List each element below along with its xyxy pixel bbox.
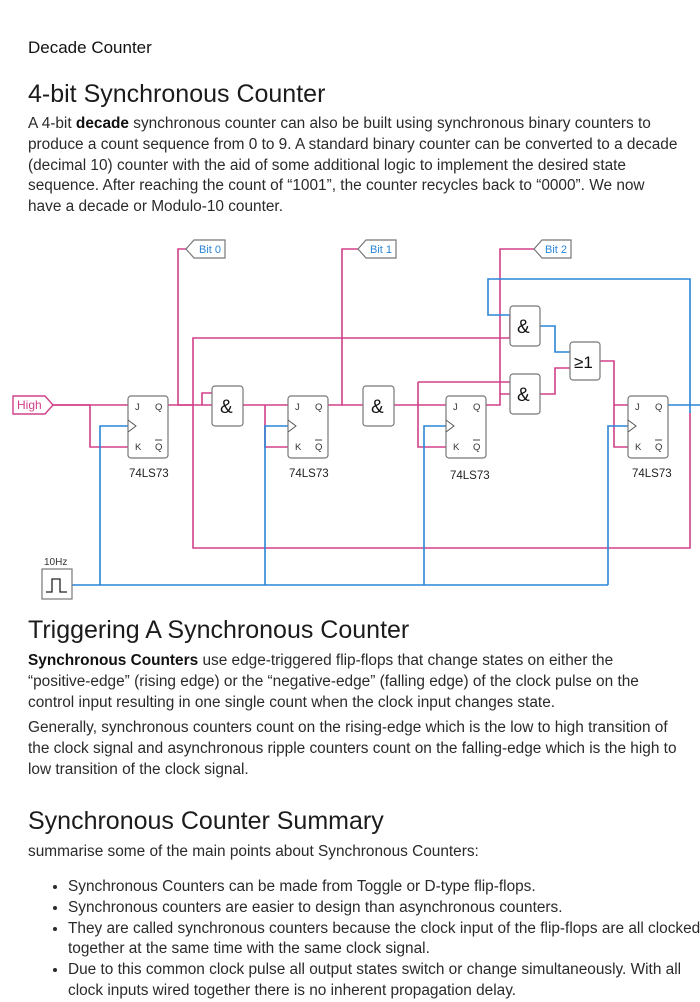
svg-text:74LS73: 74LS73 <box>450 470 490 482</box>
svg-text:Q: Q <box>655 442 662 453</box>
wire-q2-and3 <box>486 393 510 406</box>
svg-text:J: J <box>635 402 640 413</box>
svg-text:Bit 2: Bit 2 <box>545 244 567 256</box>
and-gate-2: & <box>362 385 395 427</box>
svg-text:74LS73: 74LS73 <box>632 468 672 480</box>
wire-q1-bit1 <box>328 248 358 406</box>
svg-text:Q: Q <box>315 442 322 453</box>
bit-label-2: Bit 2 <box>533 239 572 259</box>
bit-label-1: Bit 1 <box>357 239 397 259</box>
svg-text:10Hz: 10Hz <box>44 557 67 568</box>
decade-counter-diagram: Bit 0 Bit 1 Bit 2 High 10Hz J Q K Q 74LS… <box>12 239 700 600</box>
svg-text:Bit 0: Bit 0 <box>199 244 221 256</box>
para-text: A 4-bit <box>28 115 76 132</box>
section-title-summary: Synchronous Counter Summary <box>28 807 384 835</box>
svg-text:Bit 1: Bit 1 <box>370 244 392 256</box>
para-text: use edge-triggered flip-flops that chang… <box>28 652 639 711</box>
flip-flop-3: J Q K Q 74LS73 <box>627 395 672 480</box>
summary-list: Synchronous Counters can be made from To… <box>28 877 700 1002</box>
wire-q0-bit0 <box>168 248 186 406</box>
section-paragraph-triggering: Synchronous Counters use edge-triggered … <box>28 651 678 713</box>
section-paragraph-4bit: A 4-bit decade synchronous counter can a… <box>28 114 678 218</box>
svg-text:High: High <box>17 398 42 412</box>
svg-text:Q: Q <box>155 442 162 453</box>
page-kicker: Decade Counter <box>28 38 152 57</box>
svg-text:&: & <box>517 385 530 406</box>
flip-flop-2: J Q K Q 74LS73 <box>445 395 490 482</box>
section-title-triggering: Triggering A Synchronous Counter <box>28 616 410 644</box>
svg-text:Q: Q <box>473 442 480 453</box>
svg-text:J: J <box>453 402 458 413</box>
wire-clk-ff1 <box>264 425 288 585</box>
high-source: High <box>12 395 54 415</box>
clock-source: 10Hz <box>41 557 73 600</box>
para-bold: Synchronous Counters <box>28 652 199 669</box>
wire-q3-and-top <box>487 278 691 413</box>
wire-clk-ff2 <box>423 425 446 585</box>
svg-text:K: K <box>135 442 142 453</box>
magenta-wires <box>52 248 691 549</box>
svg-text:&: & <box>371 397 384 418</box>
svg-text:K: K <box>295 442 302 453</box>
wire-or-k3 <box>613 405 628 448</box>
flip-flop-0: J Q K Q 74LS73 <box>127 395 169 480</box>
wire-q2-bit2 <box>499 248 534 394</box>
svg-text:K: K <box>635 442 642 453</box>
wire-and3-or <box>540 367 570 395</box>
svg-text:Q: Q <box>155 402 162 413</box>
or-gate: ≥1 <box>569 341 601 381</box>
svg-text:Q: Q <box>655 402 662 413</box>
svg-text:K: K <box>453 442 460 453</box>
list-item: Synchronous counters are easier to desig… <box>68 898 700 919</box>
wire-clk-ff0 <box>99 425 128 585</box>
para-text: synchronous counter can also be built us… <box>28 115 678 216</box>
para-bold: decade <box>75 115 129 132</box>
svg-text:J: J <box>135 402 140 413</box>
list-item: Synchronous Counters can be made from To… <box>68 877 700 898</box>
wire-clk-ff3 <box>607 425 628 585</box>
wire-andtop-or <box>540 325 570 353</box>
svg-text:&: & <box>220 397 233 418</box>
section-title-4bit: 4-bit Synchronous Counter <box>28 80 326 108</box>
blue-wires <box>72 278 700 586</box>
svg-text:J: J <box>295 402 300 413</box>
svg-text:Q: Q <box>473 402 480 413</box>
bit-label-0: Bit 0 <box>185 239 226 259</box>
and-gate-1: & <box>211 385 244 427</box>
wire-and2-k2 <box>417 382 446 448</box>
svg-text:74LS73: 74LS73 <box>129 468 169 480</box>
list-item: Due to this common clock pulse all outpu… <box>68 960 700 1002</box>
svg-text:&: & <box>517 317 530 338</box>
and-gate-top: & <box>509 305 541 347</box>
list-item: They are called synchronous counters bec… <box>68 919 700 961</box>
svg-text:74LS73: 74LS73 <box>289 468 329 480</box>
wire-qbar3-loop <box>192 405 691 549</box>
svg-text:≥1: ≥1 <box>574 353 593 372</box>
wire-or-j3 <box>600 360 628 406</box>
summary-intro: summarise some of the main points about … <box>28 843 479 860</box>
svg-text:Q: Q <box>315 402 322 413</box>
wire-and1-in <box>201 392 212 405</box>
section-paragraph-edges: Generally, synchronous counters count on… <box>28 719 677 778</box>
and-gate-3: & <box>509 373 541 415</box>
flip-flop-1: J Q K Q 74LS73 <box>287 395 329 480</box>
